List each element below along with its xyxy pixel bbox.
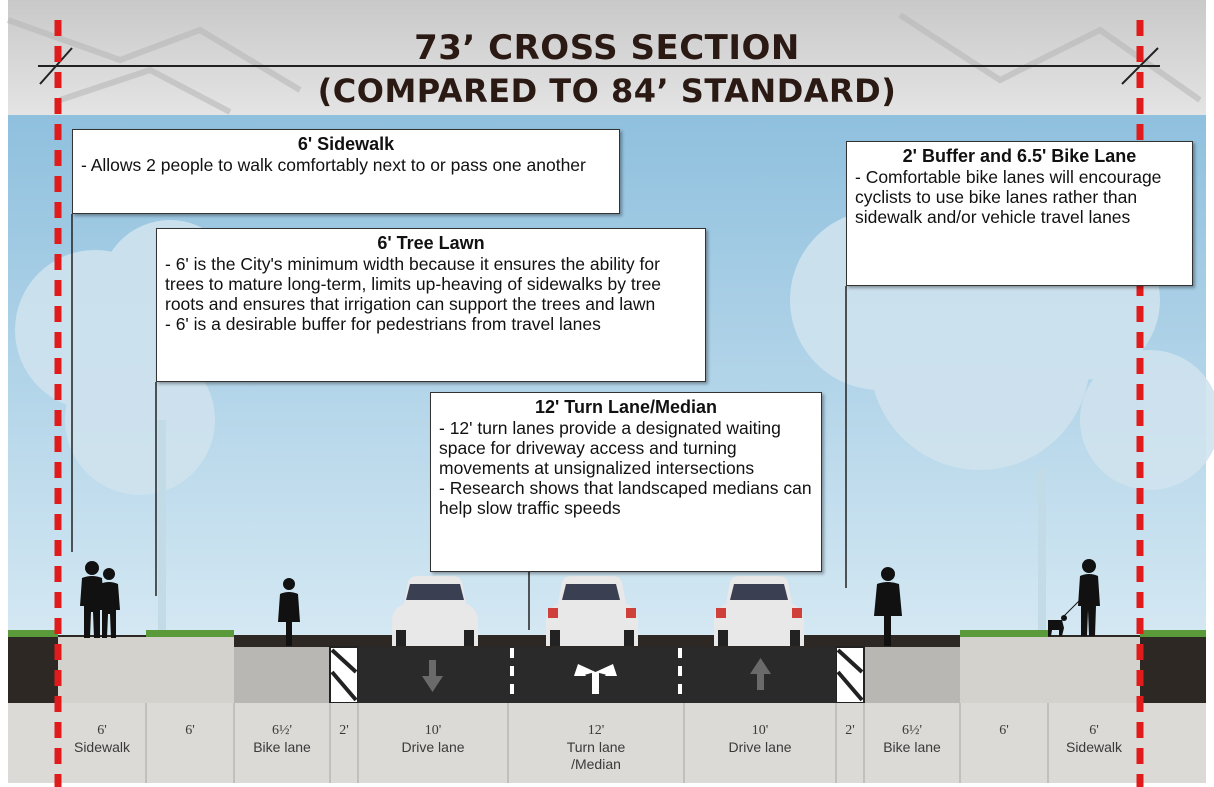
segment-label: 6' Sidewalk <box>58 722 146 756</box>
callout-turn-lane: 12' Turn Lane/Median - 12' turn lanes pr… <box>430 392 822 572</box>
callout-sidewalk-heading: 6' Sidewalk <box>297 134 395 154</box>
tree-lawn-right-surface <box>960 637 1048 703</box>
callout-turn-lane-heading: 12' Turn Lane/Median <box>535 397 717 417</box>
two-way-turn-arrow-icon <box>574 664 617 694</box>
segment-name: Sidewalk <box>1065 739 1123 755</box>
segment-width: 6½' <box>271 723 293 738</box>
lane-stripes <box>510 648 682 702</box>
callout-bike-lane-text: - Comfortable bike lanes will encourage … <box>855 167 1162 227</box>
segment-label: 6' <box>146 722 234 739</box>
sidewalk-left-surface <box>58 637 146 703</box>
tree-lawn-left-surface <box>146 637 234 703</box>
segment-label: 2' <box>330 722 358 739</box>
callout-bike-lane: 2' Buffer and 6.5' Bike Lane - Comfortab… <box>846 141 1193 286</box>
segment-name: Drive lane <box>401 739 465 755</box>
diagram-title: 73’ CROSS SECTION <box>414 28 800 68</box>
up-arrow-icon <box>750 658 771 690</box>
cyclist-right-icon <box>874 567 902 646</box>
segment-width: 2' <box>845 723 855 738</box>
segment-width: 6' <box>999 723 1009 738</box>
sidewalk-right-surface <box>1048 637 1140 703</box>
buffer-right <box>835 646 865 704</box>
callout-sidewalk: 6' Sidewalk - Allows 2 people to walk co… <box>72 129 620 214</box>
car-center <box>546 576 638 646</box>
callout-turn-lane-text-2: - Research shows that landscaped medians… <box>439 478 812 518</box>
down-arrow-icon <box>422 660 443 692</box>
title-band <box>8 0 1206 115</box>
segment-label: 10' Drive lane <box>684 722 836 756</box>
car-right <box>714 576 804 646</box>
segment-width: 6' <box>1089 723 1099 738</box>
grass-tree-lawn-right <box>960 630 1048 637</box>
segment-label: 12' Turn lane /Median <box>508 722 684 773</box>
pedestrians-left-icon <box>80 561 120 638</box>
grass-right <box>1140 630 1206 637</box>
callout-pointers <box>71 214 847 630</box>
segment-width: 6' <box>185 723 195 738</box>
callout-tree-lawn-text-2: - 6' is a desirable buffer for pedestria… <box>165 314 601 334</box>
bike-lane-left-surface <box>234 647 330 703</box>
callout-turn-lane-text-1: - 12' turn lanes provide a designated wa… <box>439 418 781 478</box>
segment-label: 6' <box>960 722 1048 739</box>
segment-name: Bike lane <box>253 739 311 755</box>
segment-width: 12' <box>587 723 605 738</box>
bike-lane-right-surface <box>864 647 960 703</box>
segment-width: 6' <box>97 723 107 738</box>
callout-tree-lawn-text-1: - 6' is the City's minimum width because… <box>165 254 662 314</box>
callout-bike-lane-heading: 2' Buffer and 6.5' Bike Lane <box>902 146 1137 166</box>
segment-label: 6½' Bike lane <box>234 722 330 756</box>
cyclist-left-icon <box>278 578 300 646</box>
segment-width: 6½' <box>901 723 923 738</box>
dimension-tick-left <box>39 47 73 85</box>
pedestrian-with-dog-icon <box>1048 559 1100 636</box>
callout-tree-lawn: 6' Tree Lawn - 6' is the City's minimum … <box>156 228 706 382</box>
label-band <box>8 703 1206 783</box>
grass-tree-lawn-left <box>146 630 234 637</box>
segment-width: 10' <box>424 723 442 738</box>
grass-left <box>8 630 58 637</box>
segment-width: 10' <box>751 723 769 738</box>
dimension-tick-right <box>1121 47 1159 85</box>
segment-label: 6½' Bike lane <box>864 722 960 756</box>
segment-name: Drive lane <box>728 739 792 755</box>
segment-name: Sidewalk <box>73 739 131 755</box>
buffer-left <box>329 646 359 704</box>
segment-label: 6' Sidewalk <box>1048 722 1140 756</box>
segment-label: 2' <box>836 722 864 739</box>
segment-width: 2' <box>339 723 349 738</box>
car-left <box>392 576 478 646</box>
segment-name: Bike lane <box>883 739 941 755</box>
callout-sidewalk-text: - Allows 2 people to walk comfortably ne… <box>81 155 586 175</box>
segment-label: 10' Drive lane <box>358 722 508 756</box>
diagram-subtitle: (COMPARED TO 84’ STANDARD) <box>317 72 897 110</box>
callout-tree-lawn-heading: 6' Tree Lawn <box>377 233 485 253</box>
segment-name: Turn lane /Median <box>566 739 626 772</box>
background-tree-trunks <box>158 420 1046 630</box>
label-band-dividers <box>145 703 1049 783</box>
